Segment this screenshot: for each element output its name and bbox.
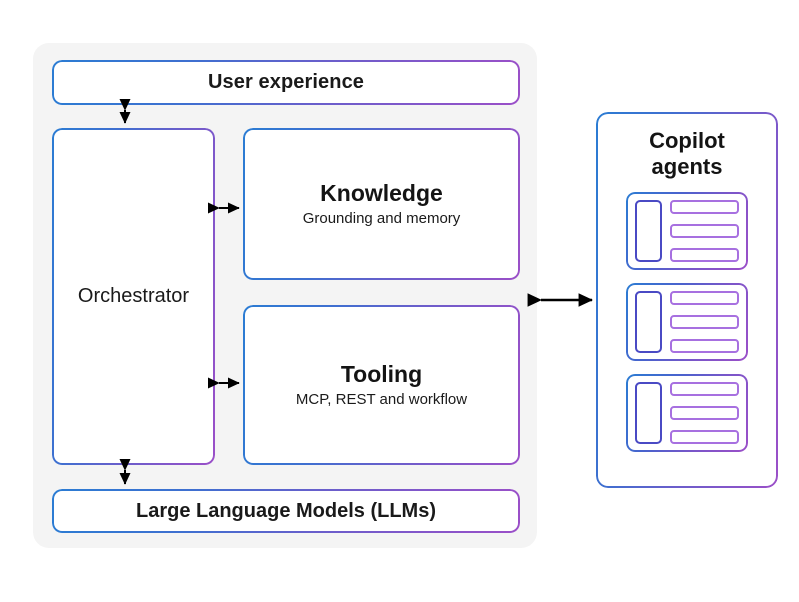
llm-label: Large Language Models (LLMs) xyxy=(135,499,437,522)
agent-avatar-icon xyxy=(635,381,662,444)
tooling-content: Tooling MCP, REST and workflow xyxy=(243,305,520,465)
agent-avatar-icon xyxy=(635,199,662,262)
orchestrator-label: Orchestrator xyxy=(77,285,190,307)
tooling-box[interactable]: Tooling MCP, REST and workflow xyxy=(243,305,520,465)
knowledge-box[interactable]: Knowledge Grounding and memory xyxy=(243,128,520,280)
agent-card-content xyxy=(626,283,748,361)
agent-detail-line xyxy=(670,381,739,396)
agent-card-list xyxy=(596,191,778,452)
agent-card-content xyxy=(626,374,748,452)
orchestrator-content: Orchestrator xyxy=(52,128,215,465)
agent-card[interactable] xyxy=(626,282,748,361)
tooling-subtitle: MCP, REST and workflow xyxy=(295,391,468,409)
copilot-agents-content: Copilot agents xyxy=(596,112,778,488)
agent-detail-line xyxy=(670,338,739,353)
orchestrator-box[interactable]: Orchestrator xyxy=(52,128,215,465)
knowledge-content: Knowledge Grounding and memory xyxy=(243,128,520,280)
agent-card-content xyxy=(626,192,748,270)
agent-detail-lines xyxy=(670,381,739,444)
knowledge-label: Knowledge xyxy=(320,179,443,206)
user-experience-box[interactable]: User experience xyxy=(52,60,520,105)
knowledge-subtitle: Grounding and memory xyxy=(302,210,461,228)
agent-card[interactable] xyxy=(626,373,748,452)
user-experience-label: User experience xyxy=(207,71,365,93)
agent-detail-line xyxy=(670,429,739,444)
copilot-agents-panel[interactable]: Copilot agents xyxy=(596,112,778,488)
agent-card[interactable] xyxy=(626,191,748,270)
agent-detail-line xyxy=(670,314,739,329)
tooling-label: Tooling xyxy=(340,360,423,387)
user-experience-content: User experience xyxy=(52,60,520,105)
agent-detail-lines xyxy=(670,290,739,353)
agent-detail-line xyxy=(670,247,739,262)
agent-detail-line xyxy=(670,290,739,305)
large-language-models-box[interactable]: Large Language Models (LLMs) xyxy=(52,489,520,533)
agent-detail-line xyxy=(670,223,739,238)
llm-content: Large Language Models (LLMs) xyxy=(52,489,520,533)
copilot-agents-title-line2: agents xyxy=(651,153,723,179)
agent-detail-line xyxy=(670,405,739,420)
agent-detail-lines xyxy=(670,199,739,262)
agent-detail-line xyxy=(670,199,739,214)
agent-avatar-icon xyxy=(635,290,662,353)
copilot-agents-title: Copilot agents xyxy=(596,128,778,180)
copilot-agents-title-line1: Copilot xyxy=(649,128,725,153)
